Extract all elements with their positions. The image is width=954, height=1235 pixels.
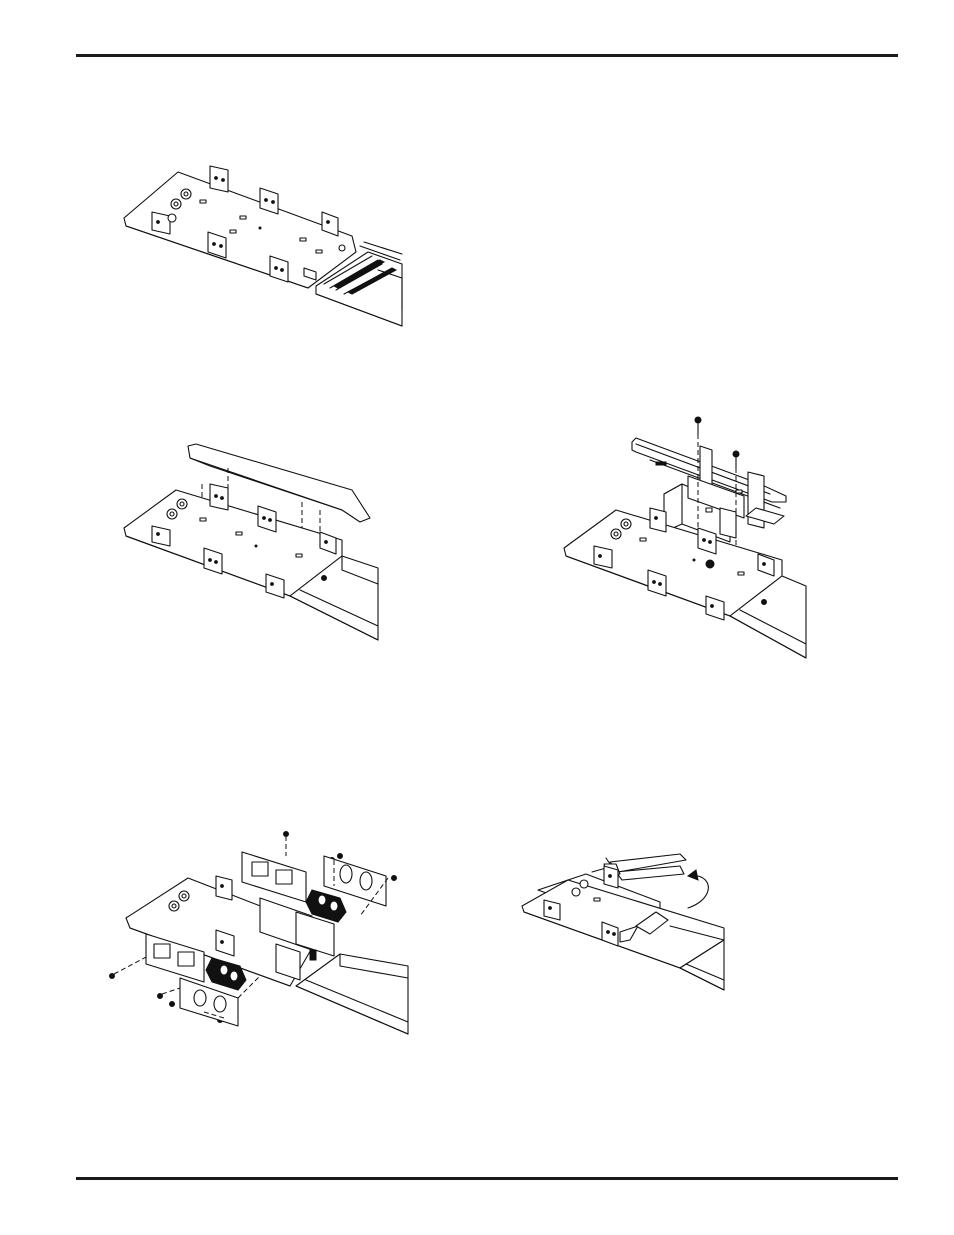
figure-2-cover-install (120, 440, 390, 645)
figure-5-pliers-bend (520, 850, 730, 995)
figure-4-receptacle-assembly (100, 826, 420, 1036)
bracket-icon (210, 166, 228, 192)
figure-3-divider-install (560, 412, 820, 662)
blank-plate-icon (242, 852, 306, 902)
header-rule (76, 54, 898, 57)
figure-1-base-plate-raceway (120, 160, 410, 330)
screw-icon (733, 451, 739, 468)
rotate-arrow-icon (688, 870, 708, 908)
footer-rule (76, 1177, 898, 1180)
screw-icon (695, 417, 701, 434)
